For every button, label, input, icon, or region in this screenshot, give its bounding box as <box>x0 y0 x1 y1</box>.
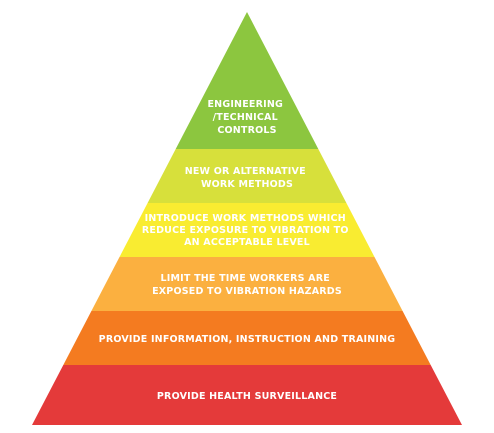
tier-alternative-work-methods-shape <box>147 149 347 203</box>
tier-engineering-controls-line-1: ENGINEERING <box>207 99 283 110</box>
tier-information-training-shape <box>63 311 431 365</box>
tier-alternative-work-methods-line-2: WORK METHODS <box>201 179 293 190</box>
tier-alternative-work-methods: NEW OR ALTERNATIVE WORK METHODS <box>147 149 347 203</box>
tier-limit-time-line-2: EXPOSED TO VIBRATION HAZARDS <box>152 286 342 297</box>
tier-reduce-exposure-line-1: INTRODUCE WORK METHODS WHICH <box>145 213 346 224</box>
tier-engineering-controls-shape <box>175 12 319 149</box>
tier-reduce-exposure-label: INTRODUCE WORK METHODS WHICH REDUCE EXPO… <box>142 213 352 248</box>
tier-limit-time-line-1: LIMIT THE TIME WORKERS ARE <box>161 273 330 284</box>
tier-limit-time-label: LIMIT THE TIME WORKERS ARE EXPOSED TO VI… <box>152 273 342 297</box>
tier-health-surveillance-line-1: PROVIDE HEALTH SURVEILLANCE <box>157 391 337 402</box>
tier-engineering-controls-line-2: /TECHNICAL <box>213 112 278 123</box>
tier-reduce-exposure-line-3: AN ACCEPTABLE LEVEL <box>184 237 310 248</box>
tier-information-training: PROVIDE INFORMATION, INSTRUCTION AND TRA… <box>63 311 431 365</box>
tier-alternative-work-methods-label: NEW OR ALTERNATIVE WORK METHODS <box>185 166 310 190</box>
tier-health-surveillance-label: PROVIDE HEALTH SURVEILLANCE <box>157 391 337 402</box>
tier-reduce-exposure: INTRODUCE WORK METHODS WHICH REDUCE EXPO… <box>119 203 375 257</box>
tier-engineering-controls-line-3: CONTROLS <box>217 125 276 136</box>
tier-health-surveillance: PROVIDE HEALTH SURVEILLANCE <box>32 365 462 425</box>
tier-information-training-line-1: PROVIDE INFORMATION, INSTRUCTION AND TRA… <box>99 334 396 345</box>
tier-engineering-controls-label: ENGINEERING /TECHNICAL CONTROLS <box>207 99 286 136</box>
tier-engineering-controls: ENGINEERING /TECHNICAL CONTROLS <box>175 12 319 149</box>
tier-health-surveillance-shape <box>32 365 462 425</box>
tier-limit-time-shape <box>91 257 403 311</box>
tier-information-training-label: PROVIDE INFORMATION, INSTRUCTION AND TRA… <box>99 334 396 345</box>
tier-limit-time: LIMIT THE TIME WORKERS ARE EXPOSED TO VI… <box>91 257 403 311</box>
tier-alternative-work-methods-line-1: NEW OR ALTERNATIVE <box>185 166 306 177</box>
tier-reduce-exposure-line-2: REDUCE EXPOSURE TO VIBRATION TO <box>142 225 349 236</box>
tier-reduce-exposure-shape <box>119 203 375 257</box>
